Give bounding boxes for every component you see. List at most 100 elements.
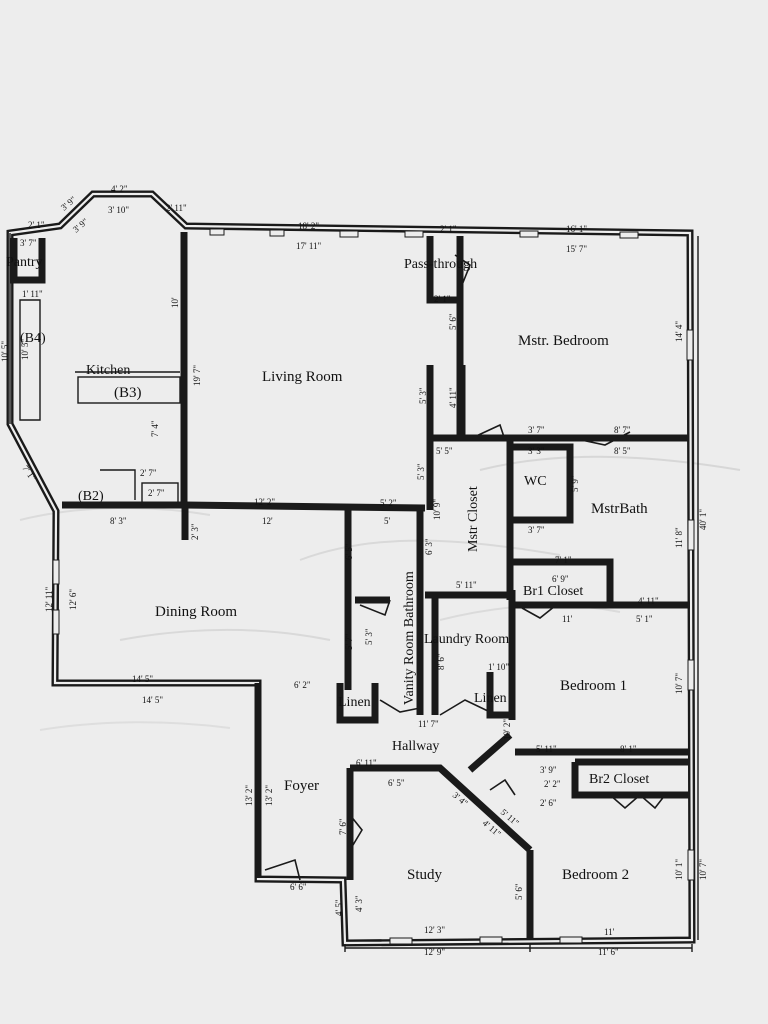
linen-door	[439, 699, 491, 716]
dimension-label: 4' 11"	[448, 387, 458, 408]
dimension-label: 5' 3"	[418, 387, 428, 404]
dimension-label: 13' 2"	[264, 785, 274, 806]
dimension-label: 18' 2"	[298, 221, 319, 231]
dimension-label: 6' 5"	[344, 543, 354, 560]
window	[209, 228, 225, 236]
dimension-label: 11' 8"	[674, 527, 684, 548]
room-label-hallway: Hallway	[392, 739, 439, 754]
window	[687, 849, 695, 881]
master-bedroom-door	[471, 423, 506, 441]
living-dining-wall	[184, 501, 426, 512]
dimension-label: 10' 5"	[0, 341, 10, 362]
dimension-label: 3' 9"	[540, 765, 557, 775]
dimension-label: 2' 2"	[544, 779, 561, 789]
dimension-label: 5' 11"	[456, 580, 477, 590]
dimension-label: 6' 11"	[356, 758, 377, 768]
dimension-label: 11' 6"	[598, 947, 619, 957]
b2-corner	[100, 469, 136, 500]
window	[52, 559, 60, 585]
room-label-b3: (B3)	[114, 385, 142, 401]
dimension-label: 3' 7"	[528, 425, 545, 435]
bedroom1-door	[521, 605, 556, 619]
dimension-lines	[9, 233, 699, 952]
dimension-label: 4' 11"	[638, 596, 659, 606]
room-label-b4: (B4)	[20, 331, 46, 346]
dimension-label: 12'	[262, 516, 273, 526]
dimension-label: 10' 7"	[674, 673, 684, 694]
room-label-br2-closet: Br2 Closet	[589, 772, 649, 787]
dimension-label: 17' 11"	[296, 241, 322, 251]
window	[404, 230, 424, 238]
linen-right-box	[486, 672, 515, 719]
dimension-label: 6' 9"	[552, 574, 569, 584]
dimension-label: 3' 10"	[108, 205, 129, 215]
dimension-label: 8' 3"	[110, 516, 127, 526]
dimension-label: 3' 3"	[528, 446, 545, 456]
window	[479, 936, 503, 944]
dimension-label: 14' 4"	[674, 321, 684, 342]
dimension-label: 1' 10"	[488, 662, 509, 672]
hallway-diagonal	[467, 732, 513, 773]
room-labels: Pantry Kitchen (B3) (B4) (B2) Living Roo…	[6, 255, 649, 883]
dimension-label: 5' 5"	[436, 446, 453, 456]
dimension-label: 5' 3"	[416, 463, 426, 480]
master-bath-door	[571, 431, 631, 446]
dimension-label: 4' 2"	[111, 184, 128, 194]
dimension-label: 10' 1"	[674, 859, 684, 880]
dimension-label: 2' 3"	[190, 523, 200, 540]
br2-closet-wall	[571, 758, 690, 799]
room-label-living-room: Living Room	[262, 369, 343, 385]
dimension-label: 5' 3"	[364, 628, 374, 645]
dimension-label: 11' 7"	[418, 719, 439, 729]
dimension-label: 2' 11"	[166, 203, 187, 213]
dimension-label: 7' 6"	[338, 818, 348, 835]
room-label-bedroom-1: Bedroom 1	[560, 678, 627, 694]
window	[52, 609, 60, 635]
dimension-label: 2' 1"	[434, 294, 451, 304]
study-top-wall	[350, 764, 533, 853]
kitchen-counter	[77, 376, 181, 404]
dimension-label: 6' 6"	[290, 882, 307, 892]
room-label-laundry-room: Laundry Room	[424, 632, 509, 647]
front-door	[264, 858, 301, 881]
dimension-label: 4' 5"	[334, 899, 344, 916]
dimension-label: 5' 9"	[570, 475, 580, 492]
pass-through-box	[426, 236, 460, 304]
room-label-linen-left: Linen	[338, 695, 371, 710]
room-label-pantry: Pantry	[6, 255, 43, 270]
dimension-label: 19' 7"	[192, 365, 202, 386]
dimension-label: 2' 7"	[148, 488, 165, 498]
window	[559, 936, 583, 944]
bedroom2-door	[489, 778, 516, 796]
dimension-label: 10' 7"	[698, 859, 708, 880]
dimension-label: 12' 3"	[424, 925, 445, 935]
br2-closet-door	[609, 793, 666, 810]
room-label-master-closet: Mstr Closet	[466, 486, 481, 552]
dimension-label: 7' 4"	[150, 420, 160, 437]
dimension-label: 40' 1"	[698, 509, 708, 530]
room-label-master-bath: MstrBath	[591, 501, 648, 517]
dimension-label: 2' 7"	[140, 468, 157, 478]
dimension-label: 1' 11"	[22, 289, 43, 299]
dimension-label: 5' 6"	[448, 313, 458, 330]
dimension-label: 10' 9"	[432, 499, 442, 520]
room-label-bedroom-2: Bedroom 2	[562, 867, 629, 883]
dimension-label: 3' 7"	[528, 525, 545, 535]
window	[519, 230, 539, 238]
dimension-label: 5' 11"	[536, 744, 557, 754]
dimension-label: 5' 2"	[380, 498, 397, 508]
dimension-label: 16' 1"	[566, 224, 587, 234]
dimension-label: 6' 3"	[424, 538, 434, 555]
dimension-label: 5'	[384, 516, 391, 526]
room-label-wc: WC	[524, 474, 547, 489]
dimension-label: 6' 5"	[388, 778, 405, 788]
dimension-label: 14' 5"	[142, 695, 163, 705]
pantry-wall	[10, 238, 46, 284]
room-label-study: Study	[407, 867, 443, 883]
dimension-label: 12' 9"	[424, 947, 445, 957]
dimension-label: 11'	[604, 927, 615, 937]
window	[687, 519, 695, 551]
dimension-label: 3' 7"	[20, 238, 37, 248]
